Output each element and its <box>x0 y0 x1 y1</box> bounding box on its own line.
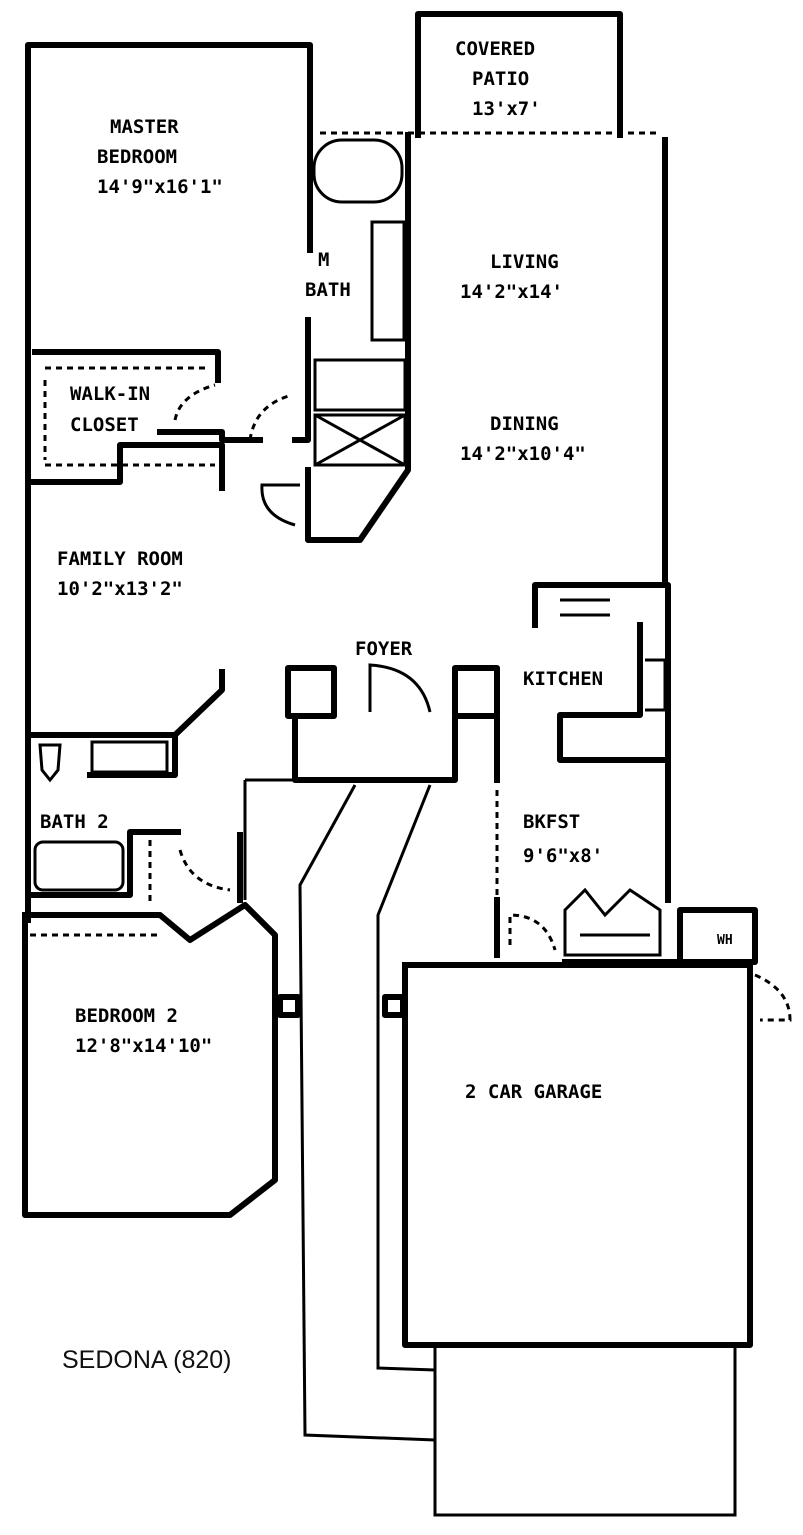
patio-label-1: COVERED <box>455 38 535 60</box>
closet-door-swing <box>173 383 216 421</box>
bkfst-label: BKFST <box>523 811 580 833</box>
water-heater-label: WH <box>717 933 733 948</box>
garage-label: 2 CAR GARAGE <box>465 1081 602 1103</box>
garage-door-swing <box>508 913 557 951</box>
garage-side-door <box>754 973 792 1022</box>
garage-window <box>382 994 406 1018</box>
dining-size: 14'2"x10'4" <box>460 443 586 465</box>
mbath-label-1: M <box>318 249 329 271</box>
family-label: FAMILY ROOM <box>57 548 183 570</box>
bath2-label: BATH 2 <box>40 811 109 833</box>
living-label: LIVING <box>490 251 559 273</box>
kitchen-label: KITCHEN <box>523 668 603 690</box>
closet-label-2: CLOSET <box>70 414 139 436</box>
living-size: 14'2"x14' <box>460 281 563 303</box>
garage-walls <box>402 962 753 1348</box>
plan-name: SEDONA (820) <box>62 1346 232 1374</box>
master-label-1: MASTER <box>110 116 179 138</box>
patio-size: 13'x7' <box>472 98 541 120</box>
master-bath-wall <box>292 317 311 443</box>
bath2-vanity-icon <box>90 740 169 774</box>
bedroom2-label: BEDROOM 2 <box>75 1005 178 1027</box>
family-size: 10'2"x13'2" <box>57 578 183 600</box>
closet-label-1: WALK-IN <box>70 383 150 405</box>
shower-icon <box>313 358 407 467</box>
bedroom2-window <box>277 994 301 1018</box>
master-bedroom-walls <box>25 42 313 483</box>
driveway <box>433 1345 737 1517</box>
master-label-2: BEDROOM <box>97 146 177 168</box>
bath2-walls <box>25 732 243 923</box>
room-labels: COVERED PATIO 13'x7' MASTER BEDROOM 14'9… <box>40 38 733 1374</box>
foyer-walls <box>292 717 500 783</box>
bkfst-size: 9'6"x8' <box>523 845 603 867</box>
bedroom2-walls <box>22 902 278 1218</box>
bath2-toilet-icon <box>38 743 62 783</box>
bath2-door-swing <box>148 840 231 905</box>
closet-walls <box>25 349 263 491</box>
closet-shelf <box>43 366 215 467</box>
patio-outline <box>415 11 623 138</box>
dining-label: DINING <box>490 413 559 435</box>
walls <box>22 11 792 1517</box>
tub-icon <box>312 138 404 204</box>
bedroom2-size: 12'8"x14'10" <box>75 1035 212 1057</box>
master-bath-walls <box>305 132 411 543</box>
hall-door-swing <box>248 393 293 441</box>
family-angle-wall <box>25 669 225 778</box>
front-door-swing <box>368 663 432 713</box>
mbath-label-2: BATH <box>305 279 351 301</box>
patio-label-2: PATIO <box>472 68 529 90</box>
vanity-icon <box>370 220 406 342</box>
foyer-column-right <box>452 665 500 719</box>
hall-door-swing-2 <box>260 483 300 527</box>
kitchen-fixtures <box>560 598 667 712</box>
foyer-label: FOYER <box>355 638 413 660</box>
walkway <box>243 778 436 1442</box>
bath2-tub-icon <box>33 840 125 892</box>
foyer-column-left <box>285 665 337 719</box>
laundry-icon <box>563 887 662 957</box>
kitchen-counter <box>532 582 671 763</box>
master-size: 14'9"x16'1" <box>97 176 223 198</box>
